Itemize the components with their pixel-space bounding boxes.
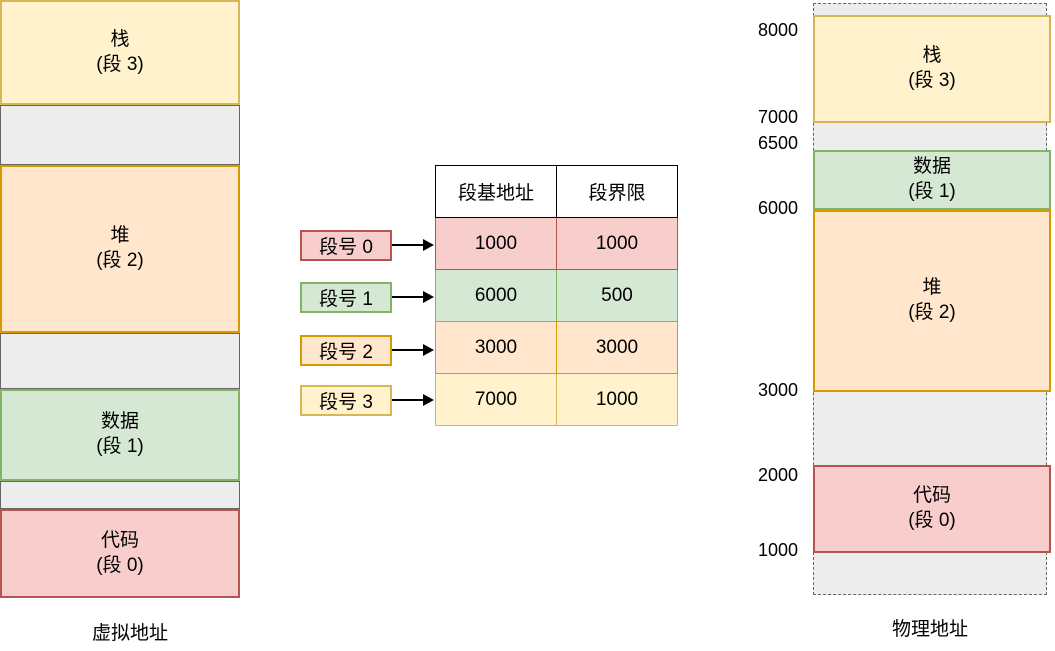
pm-segment-heap-number: (段 2) [908,302,956,323]
arrow-right-icon [392,239,434,251]
segment-table-row-2: 3000 3000 [435,321,678,374]
address-label-8000: 8000 [757,20,798,40]
address-label-7000: 7000 [757,107,798,127]
segment-2-limit: 3000 [556,321,678,374]
row-label-segment-1: 段号 1 [300,282,392,313]
segment-table-row-3: 7000 1000 [435,373,678,426]
address-label-1000: 1000 [757,540,798,560]
segment-table-header-base: 段基地址 [435,165,557,218]
segment-table-row-0: 1000 1000 [435,217,678,270]
segment-table-row-1: 6000 500 [435,269,678,322]
vm-segment-heap-number: (段 2) [96,250,144,271]
segment-table-header-row: 段基地址 段界限 [435,165,678,218]
vm-segment-data-name: 数据 [100,411,139,433]
segment-2-base: 3000 [435,321,557,374]
pm-segment-data-name: 数据 [912,156,951,178]
segment-1-base: 6000 [435,269,557,322]
pm-segment-code-number: (段 0) [908,510,956,531]
pm-segment-code-name: 代码 [912,485,951,507]
physical-address-caption: 物理地址 [891,619,968,640]
virtual-address-caption: 虚拟地址 [91,623,168,644]
pm-segment-heap-name: 堆 [922,277,942,299]
vm-segment-code-name: 代码 [100,529,139,551]
address-label-3000: 3000 [757,380,798,400]
vm-segment-stack-number: (段 3) [96,53,144,75]
vm-gap-3 [0,481,240,509]
vm-segment-data-number: (段 1) [96,436,144,457]
segment-1-limit: 500 [556,269,678,322]
pm-segment-stack-name: 栈 [922,45,942,67]
segment-table-header-limit: 段界限 [556,165,678,218]
row-label-segment-3: 段号 3 [300,385,392,416]
vm-segment-stack: 栈 (段 3) [0,0,240,105]
segment-0-limit: 1000 [556,217,678,270]
row-label-segment-0: 段号 0 [300,230,392,261]
address-label-6500: 6500 [757,133,798,153]
pm-segment-heap: 堆 (段 2) [813,210,1051,392]
address-label-2000: 2000 [757,465,798,485]
arrow-right-icon [392,291,434,303]
vm-segment-heap: 堆 (段 2) [0,165,240,333]
segment-3-limit: 1000 [556,373,678,426]
pm-segment-data: 数据 (段 1) [813,150,1051,210]
address-label-6000: 6000 [757,198,798,218]
arrow-right-icon [392,394,434,406]
vm-segment-stack-name: 栈 [110,28,130,50]
vm-segment-code: 代码 (段 0) [0,509,240,598]
pm-segment-code: 代码 (段 0) [813,465,1051,553]
segment-3-base: 7000 [435,373,557,426]
vm-segment-code-number: (段 0) [96,554,144,576]
pm-segment-stack-number: (段 3) [908,70,956,91]
segment-0-base: 1000 [435,217,557,270]
vm-gap-1 [0,105,240,165]
segment-table: 段基地址 段界限 1000 1000 6000 500 3000 3000 70… [435,165,678,426]
pm-segment-data-number: (段 1) [908,181,956,202]
pm-segment-stack: 栈 (段 3) [813,15,1051,123]
vm-gap-2 [0,333,240,389]
vm-segment-data: 数据 (段 1) [0,389,240,481]
row-label-segment-2: 段号 2 [300,335,392,366]
arrow-right-icon [392,344,434,356]
vm-segment-heap-name: 堆 [110,225,130,247]
